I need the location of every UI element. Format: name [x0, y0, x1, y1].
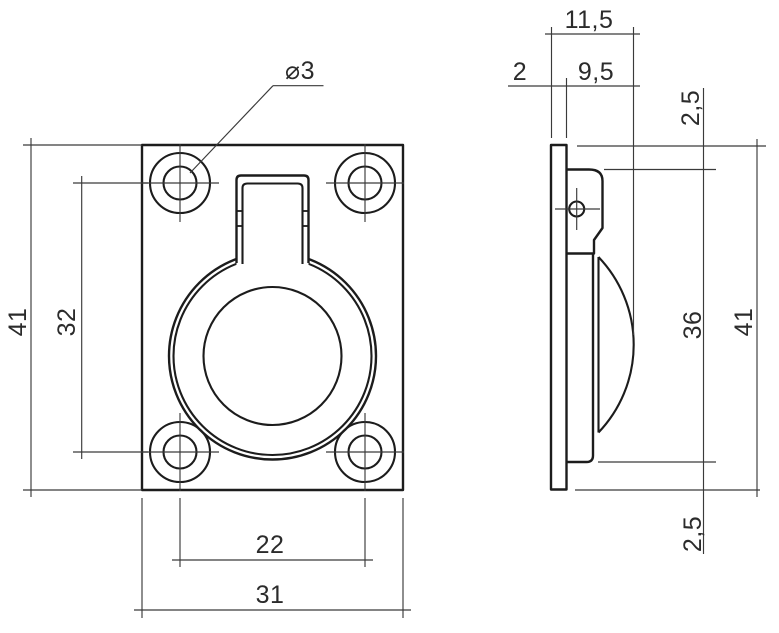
dim-front-hole-pitch-vertical: 32 — [53, 176, 148, 459]
ring-inner-circle — [202, 285, 343, 427]
dim-side-offsets-and-cup-height: 2,5 36 2,5 — [677, 88, 707, 554]
screw-hole-bottom-right — [326, 413, 404, 491]
dim-front-hole-pitch-vertical-label: 32 — [53, 308, 81, 337]
dim-side-top-offset-label: 2,5 — [677, 90, 705, 126]
pivot-strap-outer-edge — [235, 174, 310, 263]
dim-front-hole-pitch-horizontal: 22 — [172, 498, 373, 567]
dim-side-total-depth-label: 11,5 — [565, 6, 614, 34]
side-view: 11,5 2 9,5 2,5 36 2,5 41 — [508, 6, 766, 554]
dim-side-total-depth: 11,5 — [545, 6, 640, 335]
front-view: ⌀3 41 32 22 31 — [4, 57, 411, 618]
pivot-strap — [235, 174, 310, 265]
dim-front-width: 31 — [134, 498, 411, 618]
dim-hole-diameter: ⌀3 — [285, 57, 315, 85]
dim-side-plate-thickness-label: 2 — [513, 58, 527, 86]
pivot-strap-mask — [236, 175, 309, 265]
dim-side-height-label: 41 — [730, 308, 758, 337]
plate-profile — [549, 143, 568, 491]
dim-front-hole-pitch-horizontal-label: 22 — [256, 531, 285, 559]
dim-side-cup-height-label: 36 — [679, 311, 707, 340]
screw-hole-top-right — [326, 144, 404, 222]
screw-hole-bottom-left — [141, 413, 219, 491]
dim-front-height-label: 41 — [4, 308, 32, 337]
leader-line — [189, 85, 274, 174]
pivot-strap-inner-edge — [241, 182, 304, 264]
dim-side-height: 41 — [730, 139, 758, 497]
dim-side-bottom-offset-label: 2,5 — [679, 516, 707, 552]
hole-diameter-callout: ⌀3 — [189, 57, 324, 174]
side-screw-hole — [555, 188, 600, 230]
screw-hole-top-left — [141, 144, 219, 222]
cup-housing-profile — [566, 253, 595, 464]
dim-side-thickness-split: 2 9,5 — [508, 58, 640, 138]
dim-front-height: 41 — [4, 138, 142, 497]
screw-holes — [141, 144, 404, 491]
ring-bulge — [597, 256, 635, 434]
side-extension-lines — [575, 145, 766, 491]
dim-side-cup-depth-label: 9,5 — [578, 58, 614, 86]
dim-front-width-label: 31 — [256, 581, 285, 609]
ring-arc — [597, 256, 635, 434]
pivot-bracket-profile — [566, 168, 604, 255]
faceplate-outline — [140, 143, 405, 492]
